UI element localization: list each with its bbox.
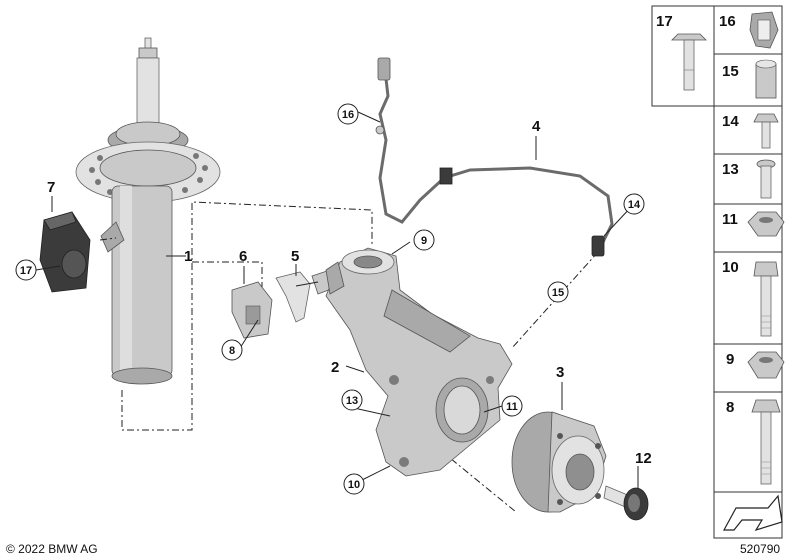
callout-12: 12	[635, 450, 652, 467]
panel-label-15: 15	[722, 63, 739, 80]
callout-8: 8	[221, 339, 243, 361]
callout-4: 4	[532, 118, 541, 135]
hex-flange-bolt-icon	[753, 113, 779, 149]
brake-hose-bracket	[231, 281, 273, 339]
callout-2: 2	[331, 359, 339, 376]
svg-text:17: 17	[20, 265, 32, 277]
callout-1: 1	[184, 248, 192, 265]
long-hex-bolt-icon	[751, 399, 781, 485]
callout-3: 3	[556, 364, 564, 381]
svg-text:16: 16	[342, 109, 354, 121]
torx-bolt-icon	[756, 159, 776, 199]
collar-bolt	[603, 485, 649, 521]
svg-text:8: 8	[229, 345, 235, 357]
panel-label-16: 16	[719, 13, 736, 30]
assembly-line-7	[99, 237, 117, 241]
spring-plate-holes	[89, 153, 208, 195]
svg-text:13: 13	[346, 395, 358, 407]
panel-label-17: 17	[656, 13, 673, 30]
parts-panel: 17 16 15 14 13 11 10 9 8	[651, 5, 785, 539]
holder-clip	[275, 269, 335, 323]
leader-lines	[35, 111, 639, 488]
direction-arrow-icon	[722, 494, 783, 532]
panel-label-9: 9	[726, 351, 734, 368]
wheel-hub-bearing	[511, 411, 607, 513]
callouts: 1 2 3 4 5 6 7 12 8 9 10 11 13 14	[15, 103, 652, 495]
steering-knuckle	[325, 247, 513, 477]
svg-text:9: 9	[421, 235, 427, 247]
svg-text:15: 15	[552, 287, 564, 299]
callout-16: 16	[337, 103, 359, 125]
diagram-id: 520790	[740, 542, 781, 556]
assembly-line-strut	[121, 201, 373, 431]
strut-bracket	[39, 211, 91, 293]
copyright-text: © 2022 BMW AG	[6, 542, 98, 556]
callout-10: 10	[343, 473, 365, 495]
hex-nut-icon	[747, 211, 785, 237]
panel-label-10: 10	[722, 259, 739, 276]
callout-17: 17	[15, 259, 37, 281]
panel-label-8: 8	[726, 399, 734, 416]
callout-14: 14	[623, 193, 645, 215]
wheel-speed-sensor	[375, 57, 614, 257]
shock-absorber-strut	[75, 37, 221, 385]
panel-label-13: 13	[722, 161, 739, 178]
callout-13: 13	[341, 389, 363, 411]
callout-15: 15	[547, 281, 569, 303]
svg-text:11: 11	[506, 401, 518, 413]
panel-label-14: 14	[722, 113, 739, 130]
svg-text:10: 10	[348, 479, 360, 491]
callout-5: 5	[291, 248, 299, 265]
panel-cell-17	[651, 5, 715, 107]
panel-label-11: 11	[722, 211, 738, 228]
callout-9: 9	[413, 229, 435, 251]
callout-11: 11	[501, 395, 523, 417]
sleeve-icon	[755, 59, 777, 99]
svg-text:14: 14	[628, 199, 641, 211]
callout-7: 7	[47, 179, 55, 196]
clip-icon	[749, 11, 779, 49]
hex-nut-icon-9	[747, 351, 785, 379]
flange-bolt-icon	[671, 33, 707, 91]
long-bolt-icon	[753, 261, 779, 337]
callout-6: 6	[239, 248, 247, 265]
